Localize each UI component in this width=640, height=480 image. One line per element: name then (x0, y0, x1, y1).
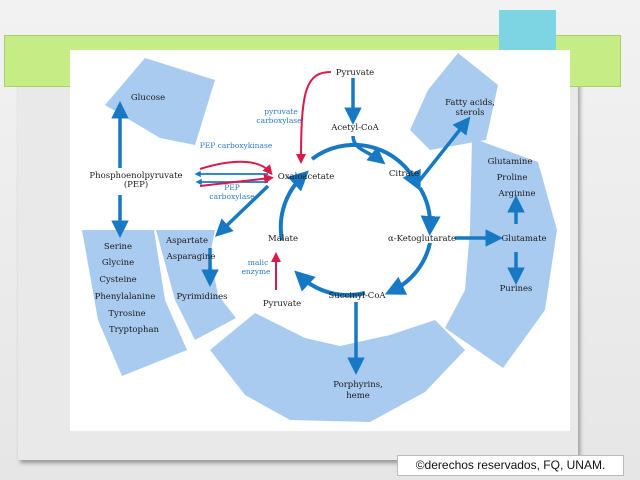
porphyrins-label-2: heme (346, 391, 370, 401)
pep-carboxykinase-label: PEP carboxykinase (200, 141, 273, 150)
purines-label: Purines (500, 284, 533, 294)
glutamate-label: Glutamate (501, 234, 546, 244)
aspartate-sector (156, 230, 236, 340)
tca-cycle (278, 142, 441, 298)
copyright-notice: ©derechos reservados, FQ, UNAM. (397, 455, 624, 476)
amino-acid-2: Cysteine (99, 275, 136, 285)
acetyl-coa-label: Acetyl-CoA (330, 123, 379, 133)
diagram-svg: Pyruvate Acetyl-CoA Citrate Oxaloacetate… (82, 53, 557, 422)
glutamine-label: Glutamine (488, 157, 533, 167)
arginine-label: Arginine (497, 189, 535, 199)
pep-arrows-blue (194, 170, 268, 186)
citrate-label: Citrate (389, 169, 419, 179)
aspartate-label: Aspartate (165, 236, 208, 246)
amino-acid-5: Tryptophan (109, 325, 159, 335)
pyrimidines-label: Pyrimidines (176, 292, 227, 302)
porphyrin-sector (210, 313, 465, 422)
background-sectors (82, 53, 557, 422)
pep-label-1: Phosphoenolpyruvate (89, 171, 182, 181)
glutamine-sector (445, 138, 557, 368)
porphyrins-label-1: Porphyrins, (333, 380, 383, 390)
malic-enzyme-label-2: enzyme (241, 267, 271, 276)
succinyl-coa-label: Succinyl-CoA (328, 291, 386, 301)
amino-acid-0: Serine (104, 242, 132, 252)
fatty-acids-label-2: sterols (455, 108, 484, 118)
amino-acid-4: Tyrosine (108, 309, 145, 319)
amino-acid-3: Phenylalanine (95, 292, 156, 302)
asparagine-label: Asparagine (166, 252, 216, 262)
pep-carboxylase-label-2: carboxylase (209, 192, 255, 201)
alpha-ketoglutarate-label: α-Ketoglutarate (388, 234, 456, 244)
amino-acid-1: Glycine (102, 258, 134, 268)
fatty-acid-sector (410, 53, 498, 150)
red-pathways (199, 71, 332, 290)
metabolic-diagram: Pyruvate Acetyl-CoA Citrate Oxaloacetate… (70, 50, 570, 431)
pyruvate-bottom-label: Pyruvate (263, 299, 301, 309)
malate-label: Malate (268, 234, 298, 244)
pep-label-2: (PEP) (124, 179, 148, 190)
blue-pathways (111, 78, 525, 375)
fatty-acids-label-1: Fatty acids, (445, 98, 495, 108)
pyruvate-carboxylase-label-1: pyruvate (264, 107, 298, 116)
glucose-label: Glucose (131, 93, 165, 103)
pyruvate-top-label: Pyruvate (336, 68, 374, 78)
malic-enzyme-label-1: malic (248, 258, 269, 267)
oxaloacetate-label: Oxaloacetate (278, 172, 334, 182)
proline-label: Proline (497, 173, 528, 183)
glucose-sector (105, 58, 215, 145)
amino-acid-sector (82, 230, 187, 376)
pep-carboxylase-label-1: PEP (224, 183, 240, 192)
pyruvate-carboxylase-label-2: carboxylase (256, 116, 302, 125)
